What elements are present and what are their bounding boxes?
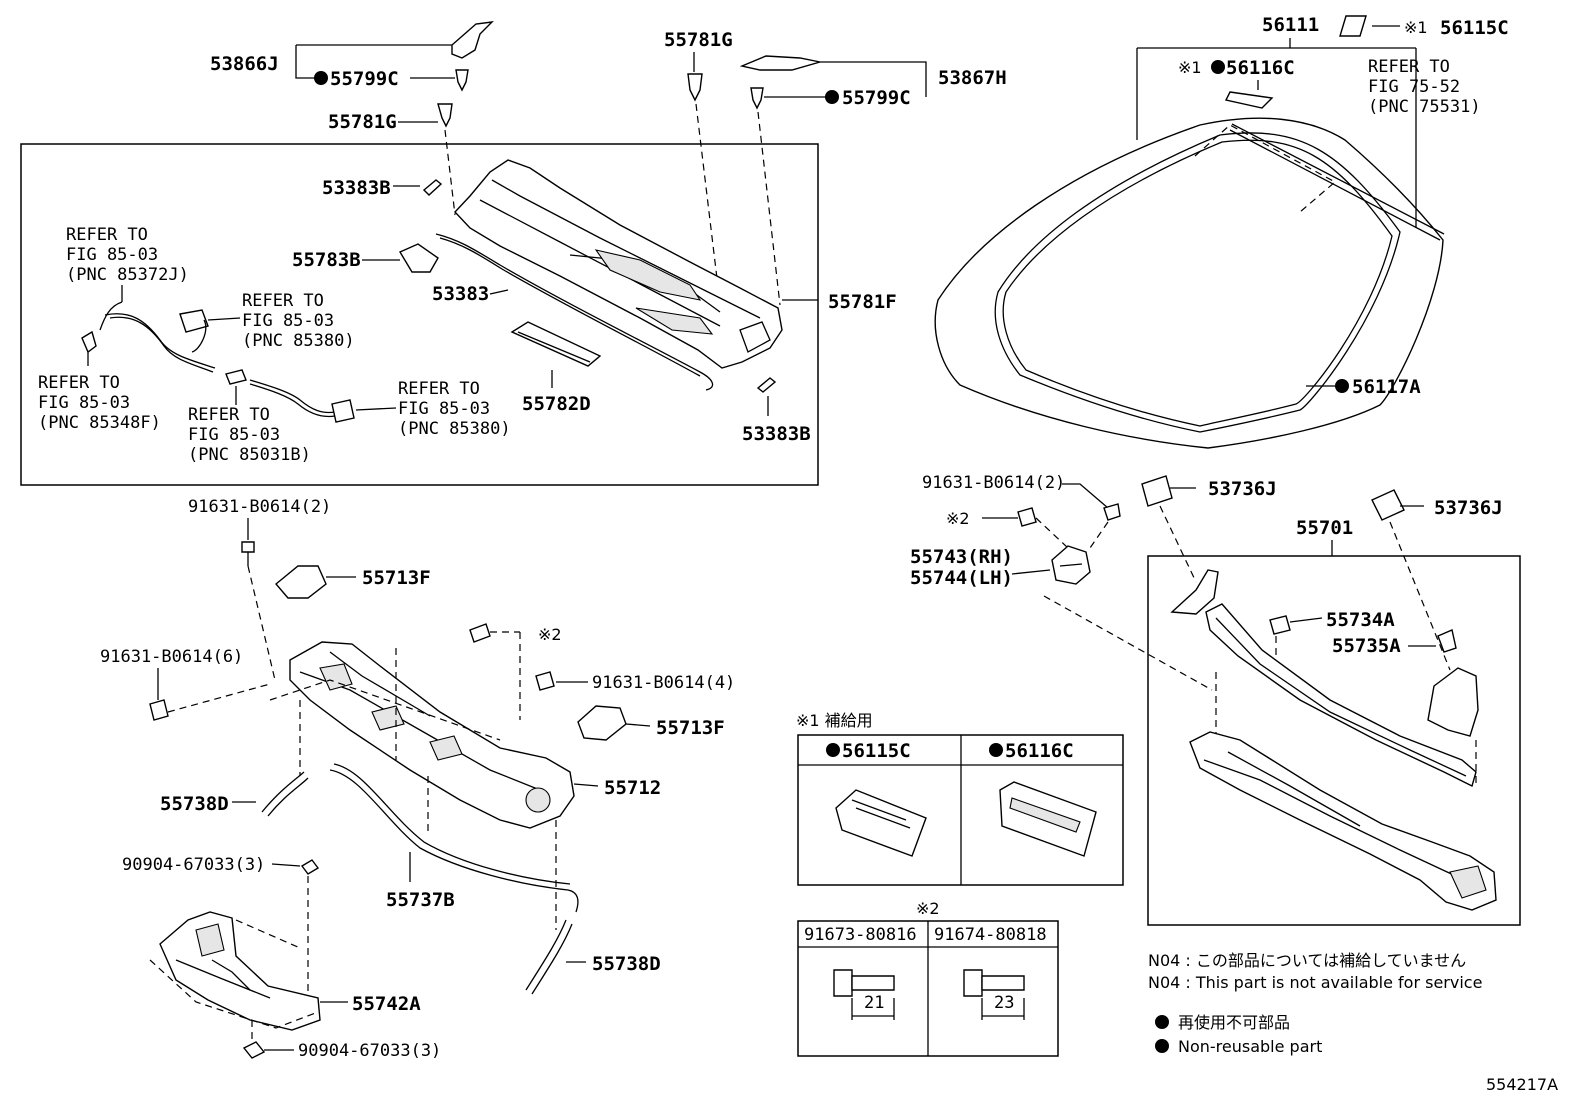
label-55783B[interactable]: 55783B [292,249,361,271]
ref-75531-line1: REFER TO [1368,57,1450,77]
ref-85380-b-line3: (PNC 85380) [398,419,511,439]
mark-2-right: ※2 [946,509,970,528]
mark-2-left: ※2 [538,625,562,644]
legend-english: Non-reusable part [1178,1037,1322,1056]
label-55742A[interactable]: 55742A [352,993,421,1015]
label-90904-67033-bottom[interactable]: 90904-67033(3) [298,1041,441,1061]
figure-id: 554217A [1486,1075,1558,1094]
ref-85380-a-line3: (PNC 85380) [242,331,355,351]
label-55744-LH[interactable]: 55744(LH) [910,567,1013,589]
label-91631-B0614-4[interactable]: 91631-B0614(4) [592,673,735,693]
label-53383B-top[interactable]: 53383B [322,177,391,199]
label-55738D-left[interactable]: 55738D [160,793,229,815]
ref-85031B-line1: REFER TO [188,405,270,425]
label-55781G-right[interactable]: 55781G [664,29,733,51]
bolt-table: ※2 91673-80816 91674-80818 21 23 [797,899,1059,1057]
label-56115C-top[interactable]: 56115C [1440,17,1509,39]
hose-55738D-right [525,919,573,995]
label-55713F-top[interactable]: 55713F [362,567,431,589]
bolt-table-col1: 91673-80816 [804,925,917,945]
ref-85372J-line3: (PNC 85372J) [66,265,189,285]
hose-55738D-left [261,771,309,817]
clip-53867H-group: 55781G 53867H 55799C [664,29,1007,321]
label-91631-B0614-2-right[interactable]: 91631-B0614(2) [922,473,1065,493]
ref-85380-b-line1: REFER TO [398,379,480,399]
ref-85348F-line1: REFER TO [38,373,120,393]
label-55701[interactable]: 55701 [1296,517,1353,539]
bolt-length-21: 21 [864,993,884,1013]
note-n04-english: N04 : This part is not available for ser… [1148,973,1482,992]
label-90904-67033-top[interactable]: 90904-67033(3) [122,855,265,875]
label-55734A[interactable]: 55734A [1326,609,1395,631]
supply-table-col1: 56115C [842,740,911,762]
duct-55742A[interactable] [159,911,321,1031]
label-53736J-left[interactable]: 53736J [1208,478,1277,500]
label-53736J-right[interactable]: 53736J [1434,497,1503,519]
ref-85372J-line2: FIG 85-03 [66,245,158,265]
cowl-panel-55712[interactable] [289,641,599,829]
bolt-length-23: 23 [994,993,1014,1013]
bolt-table-col2: 91674-80818 [934,925,1047,945]
panel-55701-parts[interactable] [1170,569,1497,911]
ref-85031B-line2: FIG 85-03 [188,425,280,445]
washer-hoses [81,301,355,423]
non-reusable-marker-icon-2 [1155,1039,1169,1053]
label-55712[interactable]: 55712 [604,777,661,799]
mark-1-top: ※1 [1404,18,1428,37]
seal-53383 [435,233,714,391]
hinge-55743-55744[interactable] [1051,545,1091,585]
ref-85348F-line3: (PNC 85348F) [38,413,161,433]
panel-55701-box [1147,555,1521,926]
non-reusable-marker-icon [1155,1015,1169,1029]
ref-85380-b-line2: FIG 85-03 [398,399,490,419]
label-55799C-left[interactable]: 55799C [330,68,399,90]
label-53383B-bottom[interactable]: 53383B [742,423,811,445]
ref-85372J-line1: REFER TO [66,225,148,245]
label-56116C-top[interactable]: 56116C [1226,57,1295,79]
label-55737B[interactable]: 55737B [386,889,455,911]
label-55738D-right[interactable]: 55738D [592,953,661,975]
label-55735A[interactable]: 55735A [1332,635,1401,657]
clip-53866J-group: 53866J 55799C 55781G [210,21,494,216]
ref-85380-a-line1: REFER TO [242,291,324,311]
label-53866J[interactable]: 53866J [210,53,279,75]
part-55782D [510,321,602,367]
ref-85348F-line2: FIG 85-03 [38,393,130,413]
label-91631-B0614-6[interactable]: 91631-B0614(6) [100,647,243,667]
label-55799C-right[interactable]: 55799C [842,87,911,109]
ref-85031B-line3: (PNC 85031B) [188,445,311,465]
ref-75531-line3: (PNC 75531) [1368,97,1481,117]
label-56111[interactable]: 56111 [1262,14,1319,36]
legend-japanese: 再使用不可部品 [1178,1013,1290,1032]
label-56117A[interactable]: 56117A [1352,376,1421,398]
label-55782D[interactable]: 55782D [522,393,591,415]
label-53867H[interactable]: 53867H [938,67,1007,89]
label-55713F-bottom[interactable]: 55713F [656,717,725,739]
pad-53736J-left-shape [1141,475,1173,507]
pad-53736J-right-shape [1371,489,1405,521]
ref-75531-line2: FIG 75-52 [1368,77,1460,97]
label-55781G-left[interactable]: 55781G [328,111,397,133]
windshield-glass[interactable] [934,117,1445,449]
supply-table: ※1 補給用 56115C 56116C [796,711,1124,886]
cowl-top-ventilator-louver[interactable] [454,159,783,369]
label-53383[interactable]: 53383 [432,283,489,305]
label-55743-RH[interactable]: 55743(RH) [910,546,1013,568]
supply-table-title: ※1 補給用 [796,711,873,730]
bolt-table-title: ※2 [916,899,940,918]
label-91631-B0614-2-left[interactable]: 91631-B0614(2) [188,497,331,517]
note-n04-japanese: N04 : この部品については補給していません [1148,951,1466,970]
ref-85380-a-line2: FIG 85-03 [242,311,334,331]
label-55781F[interactable]: 55781F [828,291,897,313]
mark-1-mid: ※1 [1178,58,1202,77]
seal-55737B [329,763,579,913]
cowl-top-box [20,143,819,486]
supply-table-col2: 56116C [1005,740,1074,762]
